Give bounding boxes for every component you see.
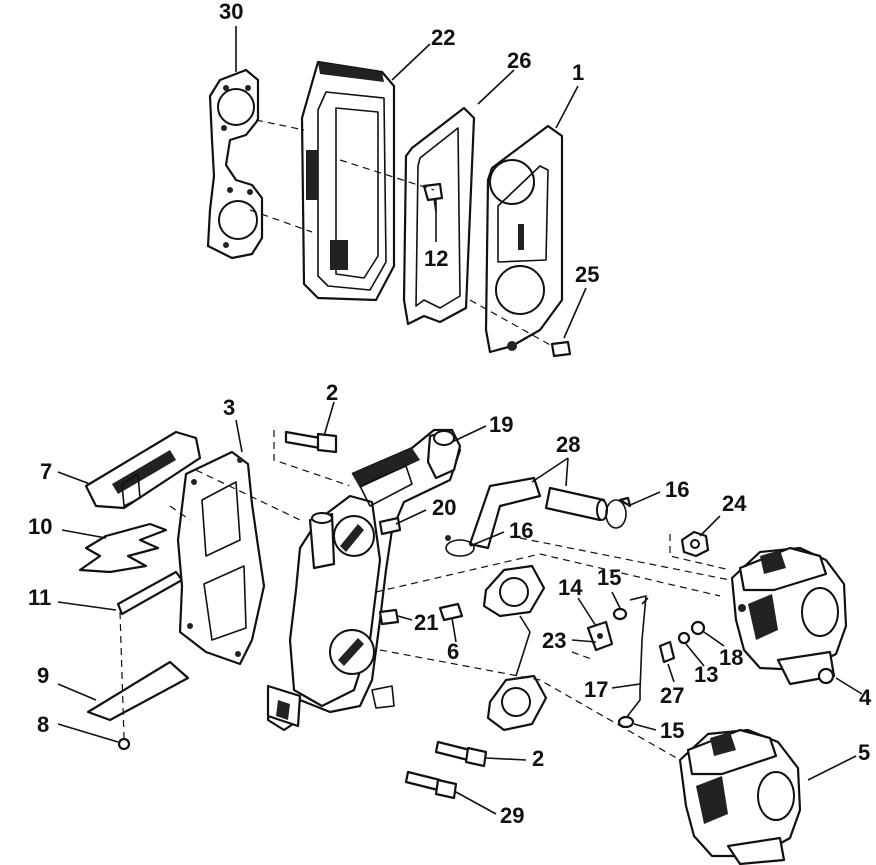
callout-4: 4 xyxy=(859,685,872,710)
alignment-line xyxy=(119,611,125,739)
alignment-line xyxy=(571,651,595,661)
bracket-14 xyxy=(586,620,614,652)
hose-28 xyxy=(468,476,608,550)
callout-6: 6 xyxy=(447,639,459,664)
clamp-16-upper xyxy=(605,496,632,529)
screw-27 xyxy=(658,640,676,664)
gasket-3 xyxy=(176,450,266,666)
screw-12 xyxy=(422,182,444,213)
reed-petals-10 xyxy=(78,522,168,574)
bolt-29 xyxy=(404,770,458,800)
callout-11: 11 xyxy=(28,585,51,610)
flange-gasket-upper xyxy=(482,564,546,618)
alignment-line xyxy=(249,209,313,233)
callout-numbers: 30 22 26 1 12 25 2 3 19 28 16 24 7 20 16… xyxy=(28,0,872,828)
callout-13: 13 xyxy=(694,662,718,687)
callout-15-upper: 15 xyxy=(597,565,621,590)
reed-stop-11 xyxy=(116,570,184,616)
callout-23: 23 xyxy=(542,628,566,653)
callout-28: 28 xyxy=(556,432,580,457)
callout-26: 26 xyxy=(507,48,531,73)
alignment-line xyxy=(379,649,681,761)
callout-27: 27 xyxy=(660,683,684,708)
callout-30: 30 xyxy=(219,0,243,24)
callout-3: 3 xyxy=(223,395,235,420)
callout-16-lower: 16 xyxy=(509,518,533,543)
callout-18: 18 xyxy=(719,645,743,670)
callout-15-lower: 15 xyxy=(660,718,684,743)
screw-6 xyxy=(438,602,464,622)
nut-24 xyxy=(680,530,710,558)
callout-9: 9 xyxy=(37,663,49,688)
callout-19: 19 xyxy=(489,412,513,437)
reed-block-7 xyxy=(84,430,202,510)
screw-8 xyxy=(117,737,131,751)
alignment-line xyxy=(469,299,553,347)
bolt-2-upper xyxy=(284,430,338,454)
callout-20: 20 xyxy=(432,495,456,520)
alignment-line xyxy=(255,119,305,131)
alignment-line xyxy=(195,469,301,521)
alignment-line xyxy=(339,159,435,191)
callout-25: 25 xyxy=(575,262,599,287)
callout-17: 17 xyxy=(584,677,608,702)
plate-9 xyxy=(86,660,190,722)
intake-manifold-19 xyxy=(266,428,462,732)
screw-25 xyxy=(550,340,572,358)
flange-gasket-lower xyxy=(486,674,548,732)
clip-15-lower xyxy=(617,715,635,729)
callout-21: 21 xyxy=(414,610,438,635)
silencer-base-22 xyxy=(300,60,396,302)
alignment-line xyxy=(669,534,731,571)
callout-2-upper: 2 xyxy=(326,380,338,405)
fitting-20 xyxy=(378,516,402,536)
carburetor-5 xyxy=(678,728,802,865)
callout-10: 10 xyxy=(28,514,52,539)
clip-15-upper xyxy=(612,607,628,621)
nut-18 xyxy=(690,620,706,636)
carburetor-4 xyxy=(730,546,848,686)
alignment-line xyxy=(169,505,191,521)
leader-lines xyxy=(57,26,863,815)
callout-24: 24 xyxy=(722,491,747,516)
link-rod-17 xyxy=(625,595,649,719)
clamp-16-lower xyxy=(445,535,475,557)
alignment-line xyxy=(375,553,721,597)
callout-2-lower: 2 xyxy=(532,746,544,771)
callout-12: 12 xyxy=(424,246,448,271)
callout-16-upper: 16 xyxy=(665,477,689,502)
callout-8: 8 xyxy=(37,712,49,737)
callout-14: 14 xyxy=(558,575,583,600)
callout-5: 5 xyxy=(858,740,870,765)
bolt-2-lower xyxy=(434,740,488,768)
callout-7: 7 xyxy=(40,459,52,484)
gasket-30 xyxy=(206,68,264,260)
screw-21 xyxy=(378,608,400,626)
silencer-cover-1 xyxy=(484,124,564,354)
gasket-26 xyxy=(402,106,476,326)
washer-13 xyxy=(677,631,691,645)
callout-29: 29 xyxy=(500,803,524,828)
callout-22: 22 xyxy=(431,25,455,50)
alignment-line xyxy=(273,430,357,489)
callout-1: 1 xyxy=(572,60,584,85)
